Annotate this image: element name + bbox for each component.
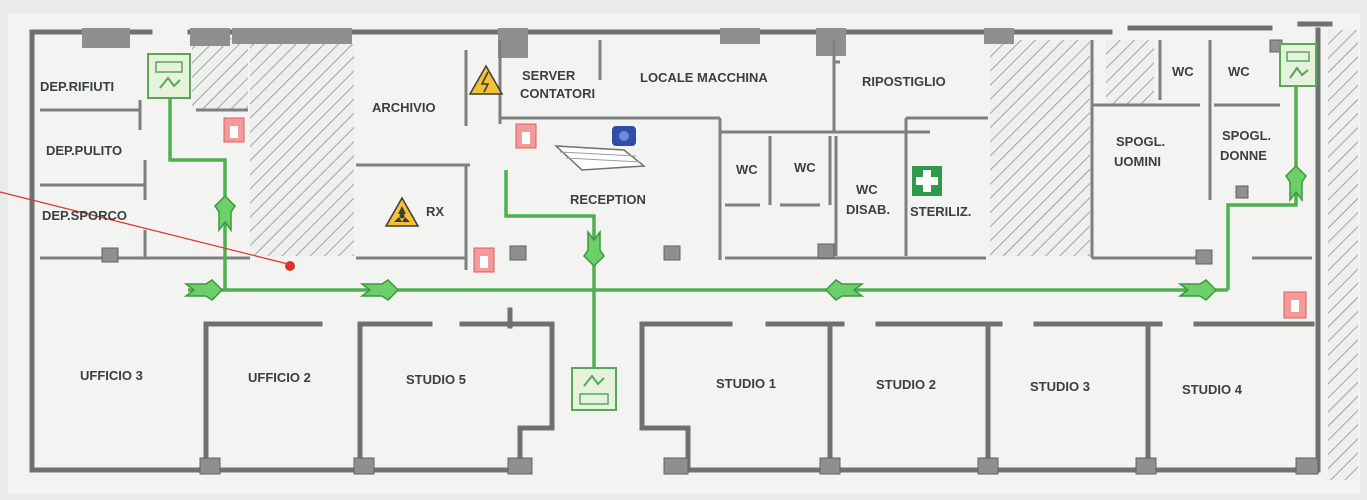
arrow-up-icon	[214, 194, 236, 233]
room-label-ripostiglio: RIPOSTIGLIO	[862, 74, 946, 89]
telephone-icon	[612, 126, 636, 146]
room-label-dep-sporco: DEP.SPORCO	[42, 208, 127, 223]
room-label-spogl-donne-2: DONNE	[1220, 148, 1267, 163]
room-label-archivio: ARCHIVIO	[372, 100, 436, 115]
fire-extinguisher-icon	[1283, 291, 1307, 319]
room-label-wc-b: WC	[794, 160, 816, 175]
room-label-wc-top-1: WC	[1172, 64, 1194, 79]
arrow-left-icon	[824, 279, 865, 301]
electrical-hazard-icon	[468, 64, 504, 95]
interior-walls	[40, 40, 1312, 270]
room-label-server: SERVER	[522, 68, 576, 83]
arrow-right-icon	[183, 279, 224, 301]
hatched-zone	[250, 44, 354, 256]
room-label-studio-5: STUDIO 5	[406, 372, 466, 387]
room-label-steriliz: STERILIZ.	[910, 204, 971, 219]
reception-desk	[553, 145, 646, 171]
first-aid-icon	[912, 166, 942, 196]
room-label-wc-disab-1: WC	[856, 182, 878, 197]
room-label-spogl-donne-1: SPOGL.	[1222, 128, 1271, 143]
room-label-wc-disab-2: DISAB.	[846, 202, 890, 217]
room-label-studio-1: STUDIO 1	[716, 376, 776, 391]
room-label-locale-macchina: LOCALE MACCHINA	[640, 70, 768, 85]
room-label-studio-4: STUDIO 4	[1182, 382, 1243, 397]
room-label-ufficio-2: UFFICIO 2	[248, 370, 311, 385]
room-label-dep-pulito: DEP.PULITO	[46, 143, 122, 158]
room-label-studio-2: STUDIO 2	[876, 377, 936, 392]
room-label-ufficio-3: UFFICIO 3	[80, 368, 143, 383]
fire-extinguisher-icon	[473, 247, 495, 273]
hatched-zone	[990, 40, 1090, 256]
room-label-wc-a: WC	[736, 162, 758, 177]
hatched-zone	[1106, 40, 1154, 104]
route-arrows	[183, 164, 1307, 301]
hatched-zone	[192, 38, 248, 110]
arrow-right-icon	[359, 279, 400, 301]
fire-extinguisher-icon	[515, 123, 537, 149]
lower-room-walls	[203, 307, 1315, 473]
room-label-spogl-uomini-2: UOMINI	[1114, 154, 1161, 169]
you-are-here-marker-icon	[0, 191, 295, 271]
room-label-contatori: CONTATORI	[520, 86, 595, 101]
room-label-wc-top-2: WC	[1228, 64, 1250, 79]
room-label-reception: RECEPTION	[570, 192, 646, 207]
room-label-studio-3: STUDIO 3	[1030, 379, 1090, 394]
arrow-up-icon	[1285, 164, 1307, 203]
arrow-right-icon	[1177, 279, 1218, 301]
hatched-zone	[1328, 30, 1358, 480]
room-label-rx: RX	[426, 204, 444, 219]
room-labels: DEP.RIFIUTI DEP.PULITO DEP.SPORCO ARCHIV…	[40, 64, 1271, 397]
room-label-spogl-uomini-1: SPOGL.	[1116, 134, 1165, 149]
radiation-icon	[384, 196, 420, 227]
emergency-exit-icon	[571, 367, 617, 411]
fire-extinguisher-icon	[223, 117, 245, 143]
room-label-dep-rifiuti: DEP.RIFIUTI	[40, 79, 114, 94]
escape-route	[168, 85, 1298, 380]
emergency-exit-icon	[147, 53, 191, 99]
emergency-exit-icon	[1279, 43, 1317, 87]
arrow-down-icon	[583, 229, 605, 268]
